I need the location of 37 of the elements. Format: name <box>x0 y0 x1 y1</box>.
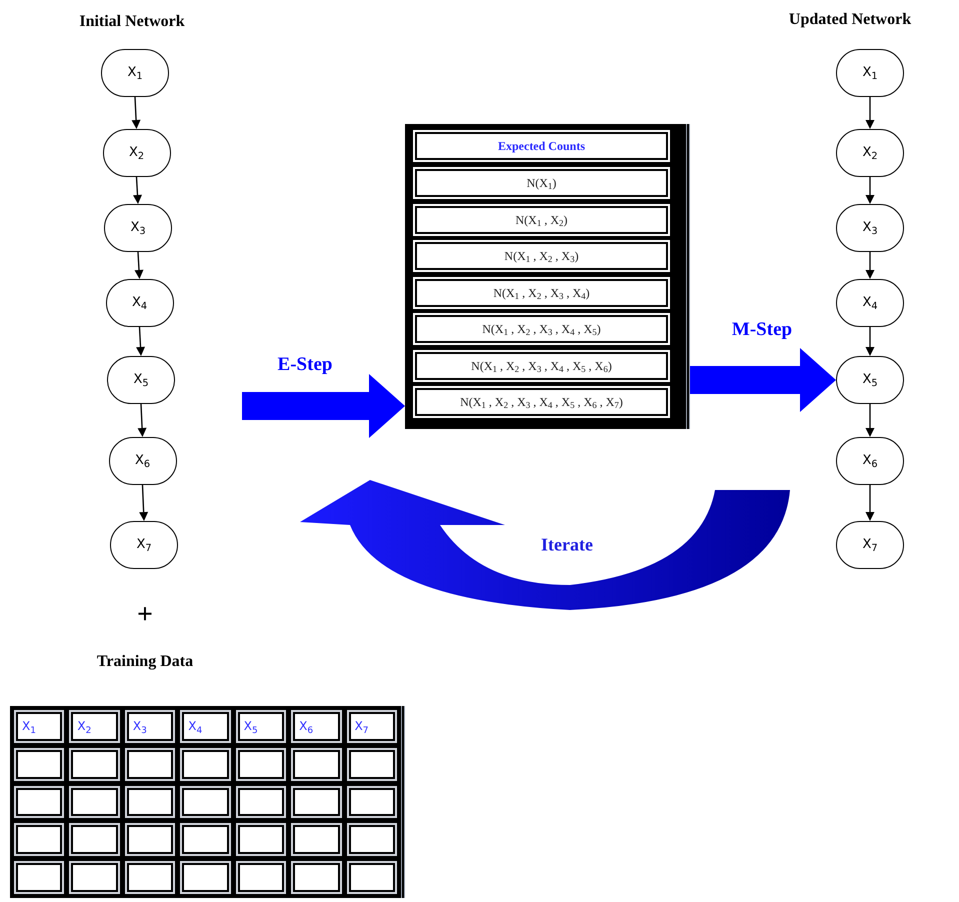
count-row: N(X$_{1}$ , X$_{2}$ , X$_{3}$ , X$_{4}$ , X$_{5}$ , X$_{6}$ , X$_{7}$) <box>415 388 668 416</box>
header-cell: X$_{5}$ <box>238 712 284 741</box>
block-arrow <box>242 374 405 438</box>
edge-label: M-Step <box>732 318 792 340</box>
section-heading: Training Data <box>96 653 194 670</box>
header-cell: X$_{2}$ <box>71 712 118 741</box>
header-cell: X$_{6}$ <box>293 712 340 741</box>
count-row: N(X$_{1}$ , X$_{2}$ , X$_{3}$) <box>415 242 668 270</box>
arrow <box>866 252 874 279</box>
arrow-label: Iterate <box>541 534 593 554</box>
plus-sign: + <box>137 599 153 630</box>
arrow <box>866 485 874 521</box>
arrow <box>866 177 874 204</box>
block-arrow <box>690 348 836 412</box>
count-row: N(X$_{1}$ , X$_{2}$ , X$_{3}$ , X$_{4}$ , X$_{5}$ , X$_{6}$) <box>415 352 668 380</box>
header-cell: X$_{3}$ <box>126 712 174 741</box>
section-heading: Initial Network <box>79 13 185 30</box>
count-row: N(X$_{1}$ , X$_{2}$ , X$_{3}$ , X$_{4}$ , X$_{5}$) <box>415 315 668 343</box>
arrow <box>133 176 142 204</box>
arrow <box>139 484 148 521</box>
section-heading: Updated Network <box>788 11 912 28</box>
arrow <box>866 404 874 437</box>
edge-label: E-Step <box>278 354 332 375</box>
arrow <box>136 326 146 356</box>
arrow <box>138 404 147 437</box>
header-cell: X$_{1}$ <box>16 712 62 741</box>
header-cell: X$_{7}$ <box>348 712 395 741</box>
counts-table-panel <box>405 124 690 429</box>
arrow <box>866 97 874 129</box>
count-row: N(X$_{1}$ , X$_{2}$) <box>415 206 668 234</box>
arrow <box>866 327 874 356</box>
count-row: N(X$_{1}$ , X$_{2}$ , X$_{3}$ , X$_{4}$) <box>415 278 668 306</box>
arrow <box>134 252 144 279</box>
header-cell: X$_{4}$ <box>182 712 229 741</box>
count-row: N(X$_{1}$) <box>415 169 668 197</box>
arrow <box>132 96 141 129</box>
table-header: Expected Counts <box>415 132 668 160</box>
